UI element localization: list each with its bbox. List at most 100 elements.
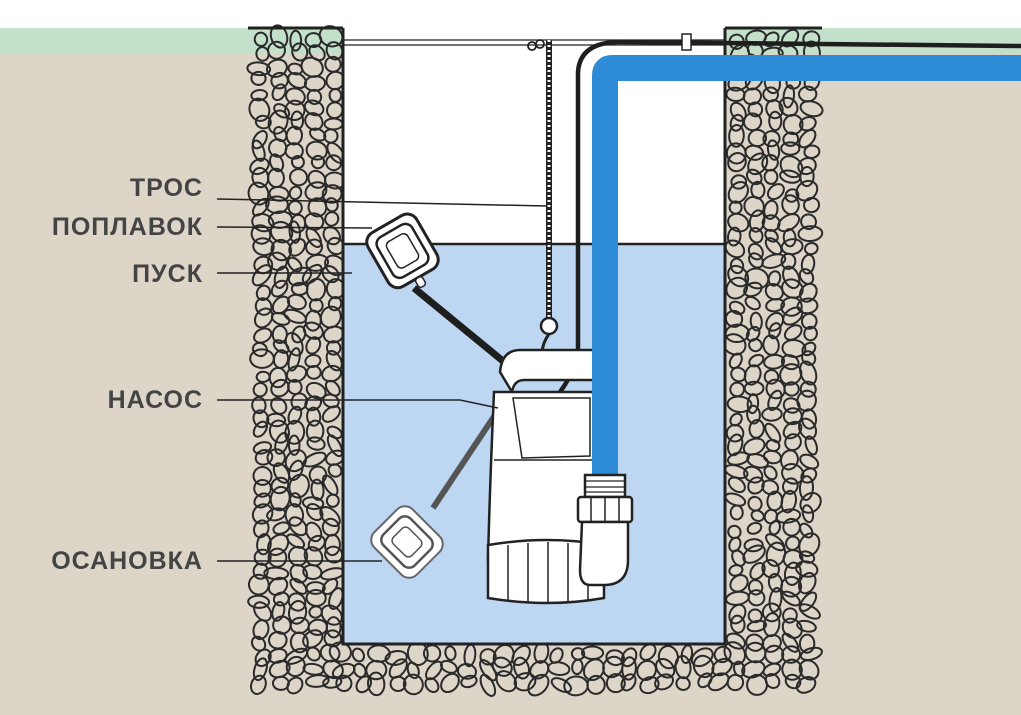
gravel-stone xyxy=(747,476,765,495)
gravel-stone xyxy=(729,412,743,427)
gravel-stone xyxy=(761,253,787,269)
gravel-stone xyxy=(252,657,268,682)
gravel-stone xyxy=(324,533,341,557)
gravel-stone xyxy=(306,503,324,522)
gravel-stone xyxy=(440,672,460,694)
gravel-stone xyxy=(725,423,745,443)
gravel-stone xyxy=(289,577,308,595)
gravel-stone xyxy=(803,242,819,256)
gravel-stone xyxy=(365,659,388,681)
gravel-lining xyxy=(246,24,824,697)
gravel-stone xyxy=(305,674,330,688)
gravel-stone xyxy=(729,504,744,521)
gravel-stone xyxy=(780,489,798,514)
gravel-stone xyxy=(768,586,783,613)
gravel-stone xyxy=(765,99,784,120)
gravel-stone xyxy=(745,325,761,342)
gravel-stone xyxy=(246,61,272,77)
gravel-stone xyxy=(269,24,289,49)
gravel-stone xyxy=(388,658,408,679)
gravel-stone xyxy=(605,649,625,667)
gravel-stone xyxy=(284,419,306,445)
gravel-stone xyxy=(782,265,801,290)
gravel-stone xyxy=(306,406,322,427)
gravel-stone xyxy=(761,558,780,579)
rope xyxy=(527,39,562,374)
gravel-stone xyxy=(456,663,477,680)
pump xyxy=(486,348,606,605)
gravel-stone xyxy=(272,462,291,484)
gravel-stone xyxy=(304,521,323,543)
gravel-stone xyxy=(306,646,321,662)
gravel-stone xyxy=(288,516,308,537)
gravel-stone xyxy=(300,56,324,78)
gravel-stone xyxy=(784,433,802,452)
gravel-stone xyxy=(746,393,760,415)
gravel-stone xyxy=(322,226,341,246)
gravel-stone xyxy=(285,87,306,106)
gravel-stone xyxy=(803,144,821,159)
gravel-stone xyxy=(605,673,626,694)
gravel-stone xyxy=(781,590,801,607)
gravel-stone xyxy=(727,212,750,233)
gravel-stone xyxy=(252,237,275,257)
gravel-stone xyxy=(768,322,782,340)
gravel-stone xyxy=(779,449,799,471)
gravel-stone xyxy=(743,364,762,386)
gravel-stone xyxy=(657,645,679,670)
gravel-stone xyxy=(746,404,761,425)
gravel-stone xyxy=(327,296,343,312)
gravel-stone xyxy=(690,647,714,668)
gravel-stone xyxy=(798,633,816,654)
sky xyxy=(0,0,1021,28)
gravel-stone xyxy=(582,658,605,682)
gravel-stone xyxy=(728,603,747,625)
gravel-stone xyxy=(748,227,764,244)
gravel-stone xyxy=(290,155,305,170)
gravel-stone xyxy=(800,253,816,275)
gravel-stone xyxy=(254,449,274,466)
gravel-stone xyxy=(783,324,803,341)
gravel-stone xyxy=(781,278,804,299)
gravel-stone xyxy=(270,311,291,326)
gravel-stone xyxy=(304,112,324,131)
gravel-stone xyxy=(268,419,290,444)
leader-rope xyxy=(216,198,548,207)
gravel-stone xyxy=(291,42,309,62)
gravel-stone xyxy=(251,396,267,415)
gravel-stone xyxy=(726,673,745,692)
gravel-stone xyxy=(727,152,747,173)
gravel-stone xyxy=(799,453,820,470)
gravel-stone xyxy=(804,435,818,456)
gravel-stone xyxy=(692,654,715,679)
gravel-stone xyxy=(748,353,765,368)
gravel-stone xyxy=(639,676,660,695)
gravel-stone xyxy=(782,228,797,248)
gravel-stone xyxy=(766,183,785,201)
gravel-stone xyxy=(287,434,301,456)
gravel-stone xyxy=(798,129,817,149)
gravel-stone xyxy=(781,632,800,653)
gravel-stone xyxy=(310,478,325,501)
gravel-stone xyxy=(796,619,817,633)
gravel-stone xyxy=(743,538,764,553)
gravel-stone xyxy=(250,70,267,86)
gravel-stone xyxy=(247,181,270,206)
leader-pump xyxy=(217,399,499,409)
gravel-stone xyxy=(321,265,340,284)
gravel-stone xyxy=(782,84,796,109)
gravel-stone xyxy=(730,174,748,190)
gravel-stone xyxy=(728,300,746,315)
gravel-stone xyxy=(747,589,766,607)
gravel-stone xyxy=(302,321,324,340)
gravel-stone xyxy=(287,405,303,425)
gravel-stone xyxy=(351,647,366,663)
elbow xyxy=(578,520,630,587)
gravel-stone xyxy=(621,656,637,681)
gravel-stone xyxy=(302,451,327,468)
gravel-stone xyxy=(550,677,573,694)
gravel-stone xyxy=(252,465,273,486)
gravel-stone xyxy=(251,264,273,287)
gravel-stone xyxy=(782,517,801,537)
gravel-stone xyxy=(323,128,339,144)
